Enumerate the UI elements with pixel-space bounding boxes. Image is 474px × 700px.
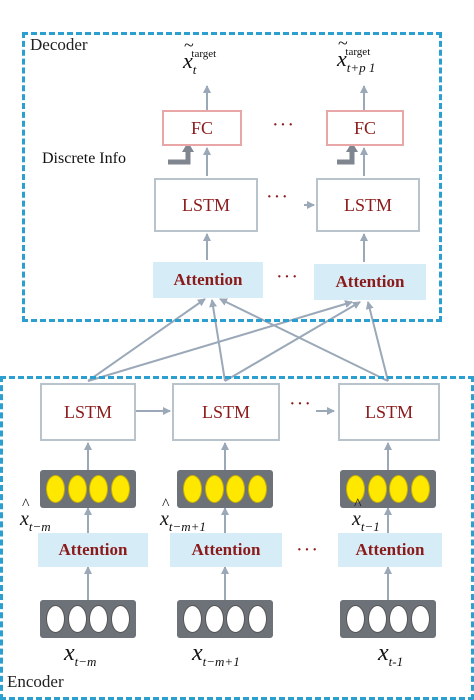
vector-cell <box>183 475 203 503</box>
decoder-lstm-box: LSTM <box>316 178 420 232</box>
vector-cell <box>46 475 66 503</box>
input-label: xt−m+1 <box>192 640 240 669</box>
decoder-region <box>22 32 442 322</box>
decoder-attention-box: Attention <box>153 262 263 298</box>
decoder-output-label: xt+p 1target <box>337 33 375 76</box>
ellipsis: ··· <box>276 266 299 288</box>
encoder-attention-box: Attention <box>38 533 148 567</box>
encoder-lstm-box: LSTM <box>172 383 280 441</box>
ellipsis: ··· <box>266 186 289 208</box>
decoder-label: Decoder <box>30 35 88 54</box>
vector-cell <box>226 605 246 633</box>
vector-cell <box>67 475 87 503</box>
decoder-lstm-box: LSTM <box>154 178 258 232</box>
input-vector <box>177 600 273 638</box>
discrete-info-label: Discrete Info <box>42 150 126 167</box>
vector-cell <box>247 475 267 503</box>
discrete-info-arrow <box>168 150 191 165</box>
ellipsis: ··· <box>289 393 312 415</box>
input-label: xt−m <box>64 640 97 669</box>
arrow <box>87 298 206 382</box>
hidden-state-label: xt−1 <box>352 496 380 535</box>
fc-box: FC <box>326 110 404 146</box>
arrow <box>209 299 226 382</box>
encoder-lstm-box: LSTM <box>338 383 440 441</box>
input-label: xt-1 <box>378 640 404 669</box>
encoder-label: Encoder <box>7 672 64 691</box>
vector-cell <box>89 605 109 633</box>
vector-cell <box>389 605 409 633</box>
hidden-state-label: xt−m <box>20 496 51 535</box>
decoder-attention-box: Attention <box>314 264 426 300</box>
vector-cell <box>183 605 203 633</box>
vector-cell <box>410 605 430 633</box>
discrete-info-arrowhead-2 <box>346 142 358 152</box>
vector-cell <box>46 605 66 633</box>
decoder-output-label: xttarget <box>183 35 216 78</box>
vector-cell <box>389 475 409 503</box>
hidden-state-vector <box>340 470 436 508</box>
vector-cell <box>367 475 387 503</box>
vector-cell <box>110 605 130 633</box>
hidden-state-vector <box>40 470 136 508</box>
input-vector <box>340 600 436 638</box>
vector-cell <box>67 605 87 633</box>
ellipsis: ··· <box>272 114 295 136</box>
vector-cell <box>346 605 366 633</box>
vector-cell <box>247 605 267 633</box>
hidden-state-vector <box>177 470 273 508</box>
vector-cell <box>204 605 224 633</box>
arrow <box>365 301 389 382</box>
vector-cell <box>410 475 430 503</box>
vector-cell <box>89 475 109 503</box>
vector-cell <box>367 605 387 633</box>
fc-box: FC <box>162 110 242 146</box>
ellipsis: ··· <box>296 539 319 561</box>
vector-cell <box>204 475 224 503</box>
encoder-attention-box: Attention <box>338 533 442 567</box>
vector-cell <box>226 475 246 503</box>
discrete-info-arrow-2 <box>337 150 355 165</box>
discrete-info-arrowhead <box>182 142 194 152</box>
arrow <box>87 300 353 382</box>
input-vector <box>40 600 136 638</box>
encoder-region <box>0 376 474 700</box>
vector-cell <box>110 475 130 503</box>
arrow <box>224 301 361 382</box>
encoder-lstm-box: LSTM <box>40 383 136 441</box>
encoder-attention-box: Attention <box>170 533 282 567</box>
hidden-state-label: xt−m+1 <box>160 496 206 535</box>
arrow <box>219 298 389 382</box>
